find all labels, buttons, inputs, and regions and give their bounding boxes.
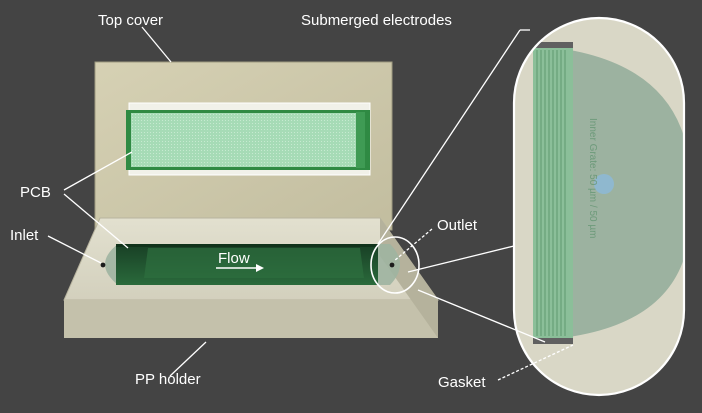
flow-arrow bbox=[216, 264, 264, 272]
inset-magnified-view: Inner Grate: 50 µm / 50 µm bbox=[512, 16, 686, 397]
label-top-cover: Top cover bbox=[98, 12, 163, 29]
outlet-port bbox=[389, 262, 395, 268]
label-pp-holder: PP holder bbox=[135, 371, 201, 388]
flow-channel bbox=[105, 244, 400, 285]
leader-lines bbox=[47, 26, 574, 381]
pcb-electrode-array bbox=[126, 110, 370, 170]
inlet-port bbox=[100, 262, 106, 268]
label-gasket: Gasket bbox=[438, 374, 486, 391]
label-inlet: Inlet bbox=[10, 227, 39, 244]
label-flow: Flow bbox=[218, 250, 250, 267]
label-submerged-electrodes: Submerged electrodes bbox=[301, 12, 452, 29]
inset-note: Inner Grate: 50 µm / 50 µm bbox=[587, 118, 598, 238]
zoom-ring bbox=[370, 236, 420, 294]
label-outlet: Outlet bbox=[437, 217, 478, 234]
label-pcb: PCB bbox=[20, 184, 51, 201]
